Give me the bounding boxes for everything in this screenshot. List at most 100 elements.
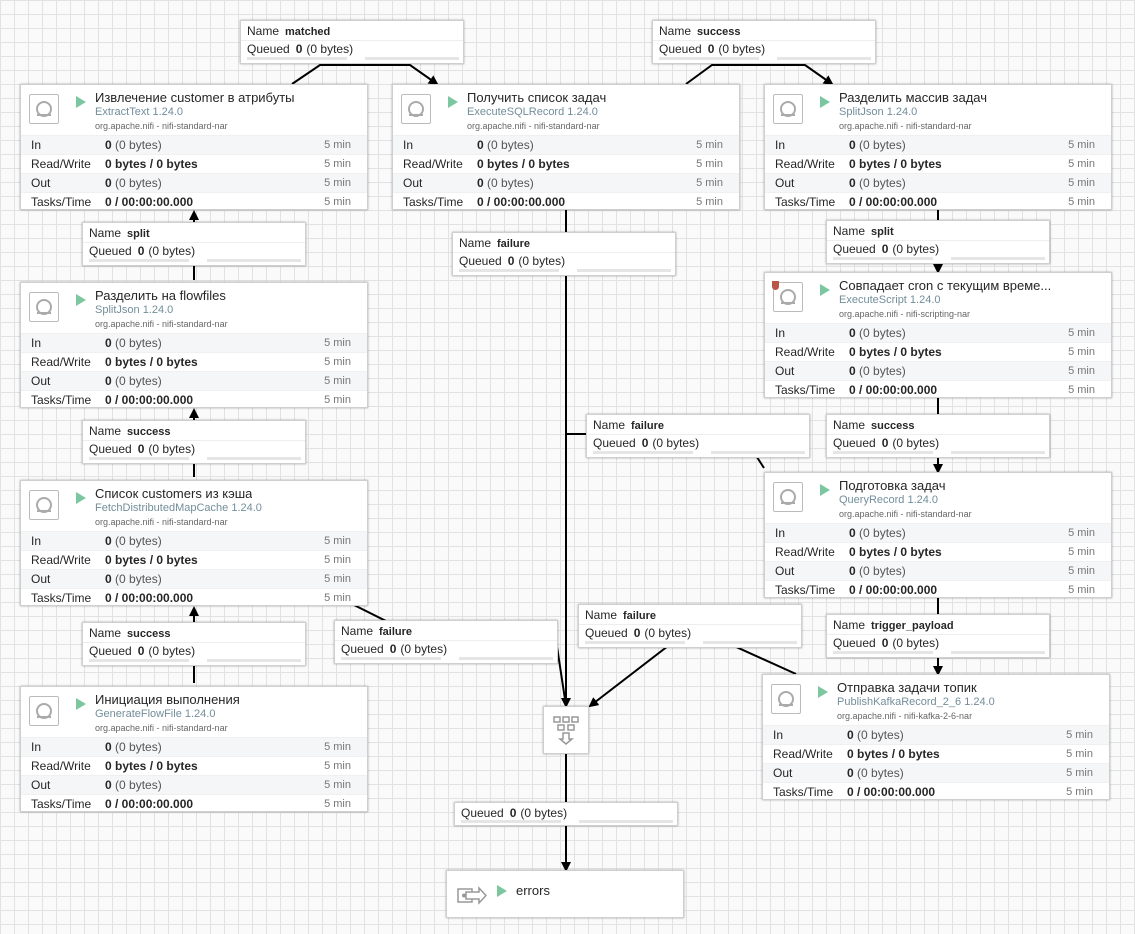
- processor-type: GenerateFlowFile 1.24.0: [95, 708, 216, 720]
- processor-queryrecord[interactable]: Подготовка задач QueryRecord 1.24.0 org.…: [764, 472, 1112, 598]
- processor-icon: [773, 94, 803, 124]
- running-status-icon: [76, 294, 86, 306]
- processor-generateflowfile[interactable]: Инициация выполнения GenerateFlowFile 1.…: [20, 686, 368, 812]
- output-port-icon: [457, 886, 487, 905]
- processor-title: Совпадает cron с текущим време...: [839, 278, 1052, 293]
- processor-bundle: org.apache.nifi - nifi-standard-nar: [839, 121, 972, 131]
- processor-extracttext[interactable]: Извлечение customer в атрибуты ExtractTe…: [20, 84, 368, 210]
- funnel[interactable]: [543, 706, 589, 754]
- running-status-icon: [76, 698, 86, 710]
- running-status-icon: [76, 492, 86, 504]
- processor-bundle: org.apache.nifi - nifi-kafka-2-6-nar: [837, 711, 973, 721]
- processor-fetchdistributedmapcache[interactable]: Список customers из кэша FetchDistribute…: [20, 480, 368, 606]
- processor-bundle: org.apache.nifi - nifi-standard-nar: [95, 121, 228, 131]
- processor-icon: [773, 282, 803, 312]
- processor-bundle: org.apache.nifi - nifi-standard-nar: [839, 509, 972, 519]
- running-status-icon: [497, 885, 507, 897]
- processor-title: Разделить массив задач: [839, 90, 988, 105]
- processor-splitjson-flowfiles[interactable]: Разделить на flowfiles SplitJson 1.24.0 …: [20, 282, 368, 408]
- processor-type: SplitJson 1.24.0: [839, 106, 918, 118]
- processor-icon: [29, 94, 59, 124]
- processor-bundle: org.apache.nifi - nifi-standard-nar: [95, 319, 228, 329]
- processor-splitjson-array[interactable]: Разделить массив задач SplitJson 1.24.0 …: [764, 84, 1112, 210]
- processor-icon: [401, 94, 431, 124]
- processor-title: Подготовка задач: [839, 478, 946, 493]
- processor-title: Список customers из кэша: [95, 486, 253, 501]
- processor-executesqlrecord[interactable]: Получить список задач ExecuteSQLRecord 1…: [392, 84, 740, 210]
- processor-title: Инициация выполнения: [95, 692, 240, 707]
- processor-icon: [771, 684, 801, 714]
- processor-title: Отправка задачи топик: [837, 680, 977, 695]
- processor-type: SplitJson 1.24.0: [95, 304, 174, 316]
- processor-title: Извлечение customer в атрибуты: [95, 90, 295, 105]
- processor-icon: [29, 292, 59, 322]
- processor-publishkafkarecord[interactable]: Отправка задачи топик PublishKafkaRecord…: [762, 674, 1110, 800]
- processor-type: FetchDistributedMapCache 1.24.0: [95, 502, 262, 514]
- processor-type: QueryRecord 1.24.0: [839, 494, 939, 506]
- processor-executescript[interactable]: Совпадает cron с текущим време... Execut…: [764, 272, 1112, 398]
- processor-type: ExecuteScript 1.24.0: [839, 294, 941, 306]
- processor-bundle: org.apache.nifi - nifi-standard-nar: [95, 723, 228, 733]
- processor-type: PublishKafkaRecord_2_6 1.24.0: [837, 696, 995, 708]
- running-status-icon: [448, 96, 458, 108]
- processor-type: ExecuteSQLRecord 1.24.0: [467, 106, 598, 118]
- running-status-icon: [820, 96, 830, 108]
- processor-bundle: org.apache.nifi - nifi-scripting-nar: [839, 309, 971, 319]
- output-port-errors[interactable]: errors: [446, 870, 684, 918]
- restricted-shield-icon: [772, 281, 779, 290]
- processor-icon: [29, 696, 59, 726]
- funnel-icon: [553, 716, 579, 745]
- processor-bundle: org.apache.nifi - nifi-standard-nar: [95, 517, 228, 527]
- output-port-name: errors: [516, 883, 550, 898]
- processor-bundle: org.apache.nifi - nifi-standard-nar: [467, 121, 600, 131]
- running-status-icon: [818, 686, 828, 698]
- processor-title: Получить список задач: [467, 90, 607, 105]
- processor-icon: [773, 482, 803, 512]
